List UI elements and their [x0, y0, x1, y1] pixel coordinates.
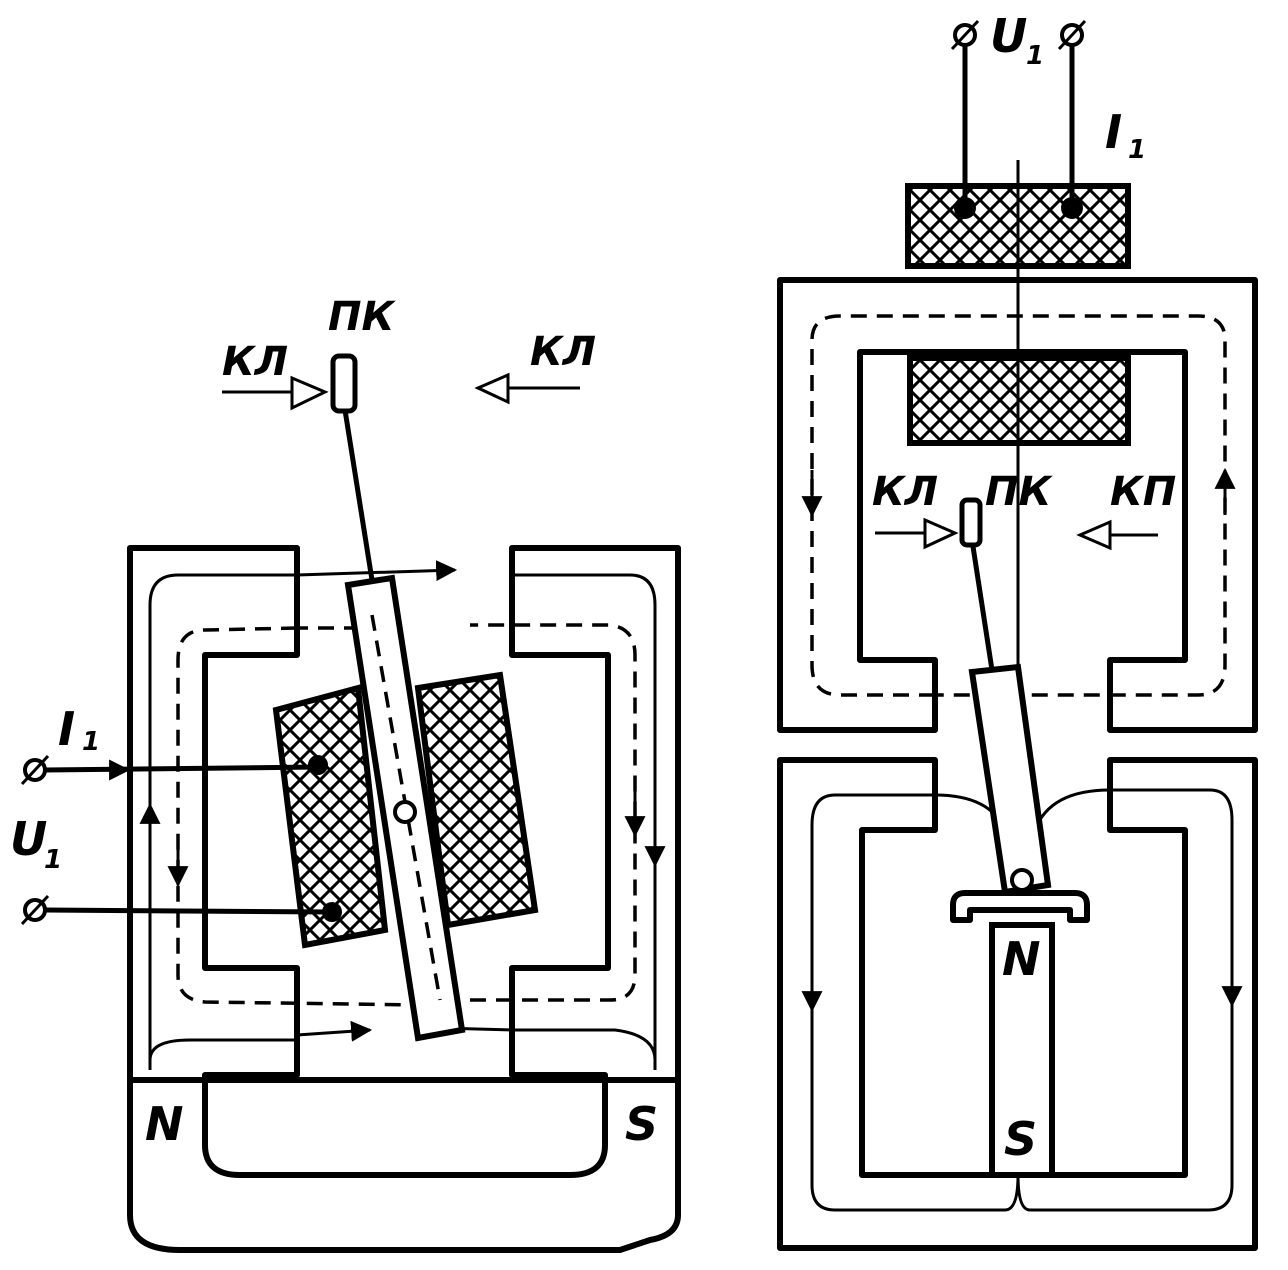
right-contact-rod [969, 539, 995, 671]
right-stop-right-label: КП [1110, 469, 1176, 515]
right-wire-right-dot [1061, 197, 1083, 219]
left-coil-left [272, 684, 389, 949]
right-stop-left-arrow [923, 517, 959, 550]
left-wire-top-dot [308, 755, 328, 775]
right-north-label: N [1002, 932, 1041, 986]
left-voltage-sub: 1 [44, 845, 62, 875]
left-current-sub: 1 [82, 727, 100, 757]
right-lower-flux-left [810, 793, 1020, 1212]
left-flux-bottom-gap [296, 1020, 373, 1042]
left-contact-tip [330, 353, 358, 414]
left-coil-right [414, 671, 539, 929]
left-flux-dashed [176, 623, 637, 1007]
right-upper-core [777, 277, 1258, 733]
left-terminal-top-slash [20, 754, 50, 786]
right-contact-label: ПК [985, 469, 1053, 515]
left-terminal-bottom-slash [20, 894, 50, 926]
left-flux-line-outer-right [512, 573, 657, 1070]
right-contact-tip [959, 497, 983, 548]
right-wire-left-dot [954, 197, 976, 219]
left-yoke-outer [127, 545, 681, 1253]
left-current-label: I [58, 702, 75, 756]
left-north-label: N [145, 1097, 184, 1151]
left-contact-label: ПК [328, 294, 396, 340]
left-flux-line-outer [148, 573, 297, 1070]
right-lower-flux-right [1016, 788, 1234, 1212]
right-pole-shoe [950, 890, 1090, 923]
right-voltage-label: U [990, 9, 1027, 63]
left-stop-right-arrow [474, 372, 510, 405]
left-flux-top-gap [296, 560, 458, 582]
left-wire-bottom [44, 907, 333, 915]
right-armature [968, 663, 1052, 896]
right-lower-core [777, 757, 1258, 1251]
right-stop-right-arrow [1076, 519, 1112, 551]
right-upper-dashed-flux [810, 314, 1227, 697]
right-relay-figure: U 1 I 1 КЛ ПК КП N S [777, 9, 1258, 1251]
left-voltage-label: U [10, 812, 47, 866]
right-current-label: I [1105, 105, 1122, 159]
left-relay-figure: ПК КЛ КЛ I 1 U 1 N S [10, 294, 681, 1253]
right-terminal-right-slash [1057, 19, 1087, 51]
right-current-sub: 1 [1128, 135, 1146, 165]
left-armature-pivot [393, 800, 417, 824]
right-stop-left-label: КЛ [872, 469, 938, 515]
right-terminal-left-slash [950, 19, 980, 51]
right-south-label: S [1004, 1112, 1037, 1166]
left-stop-right-label: КЛ [530, 329, 596, 375]
left-wire-bottom-dot [322, 902, 342, 922]
right-voltage-sub: 1 [1026, 41, 1044, 71]
left-stop-left-label: КЛ [222, 339, 288, 385]
left-south-label: S [625, 1097, 658, 1151]
right-armature-pivot [1010, 868, 1034, 892]
left-contact-rod [342, 409, 375, 581]
right-permanent-magnet [989, 922, 1055, 1178]
left-stop-left-arrow [290, 375, 329, 411]
